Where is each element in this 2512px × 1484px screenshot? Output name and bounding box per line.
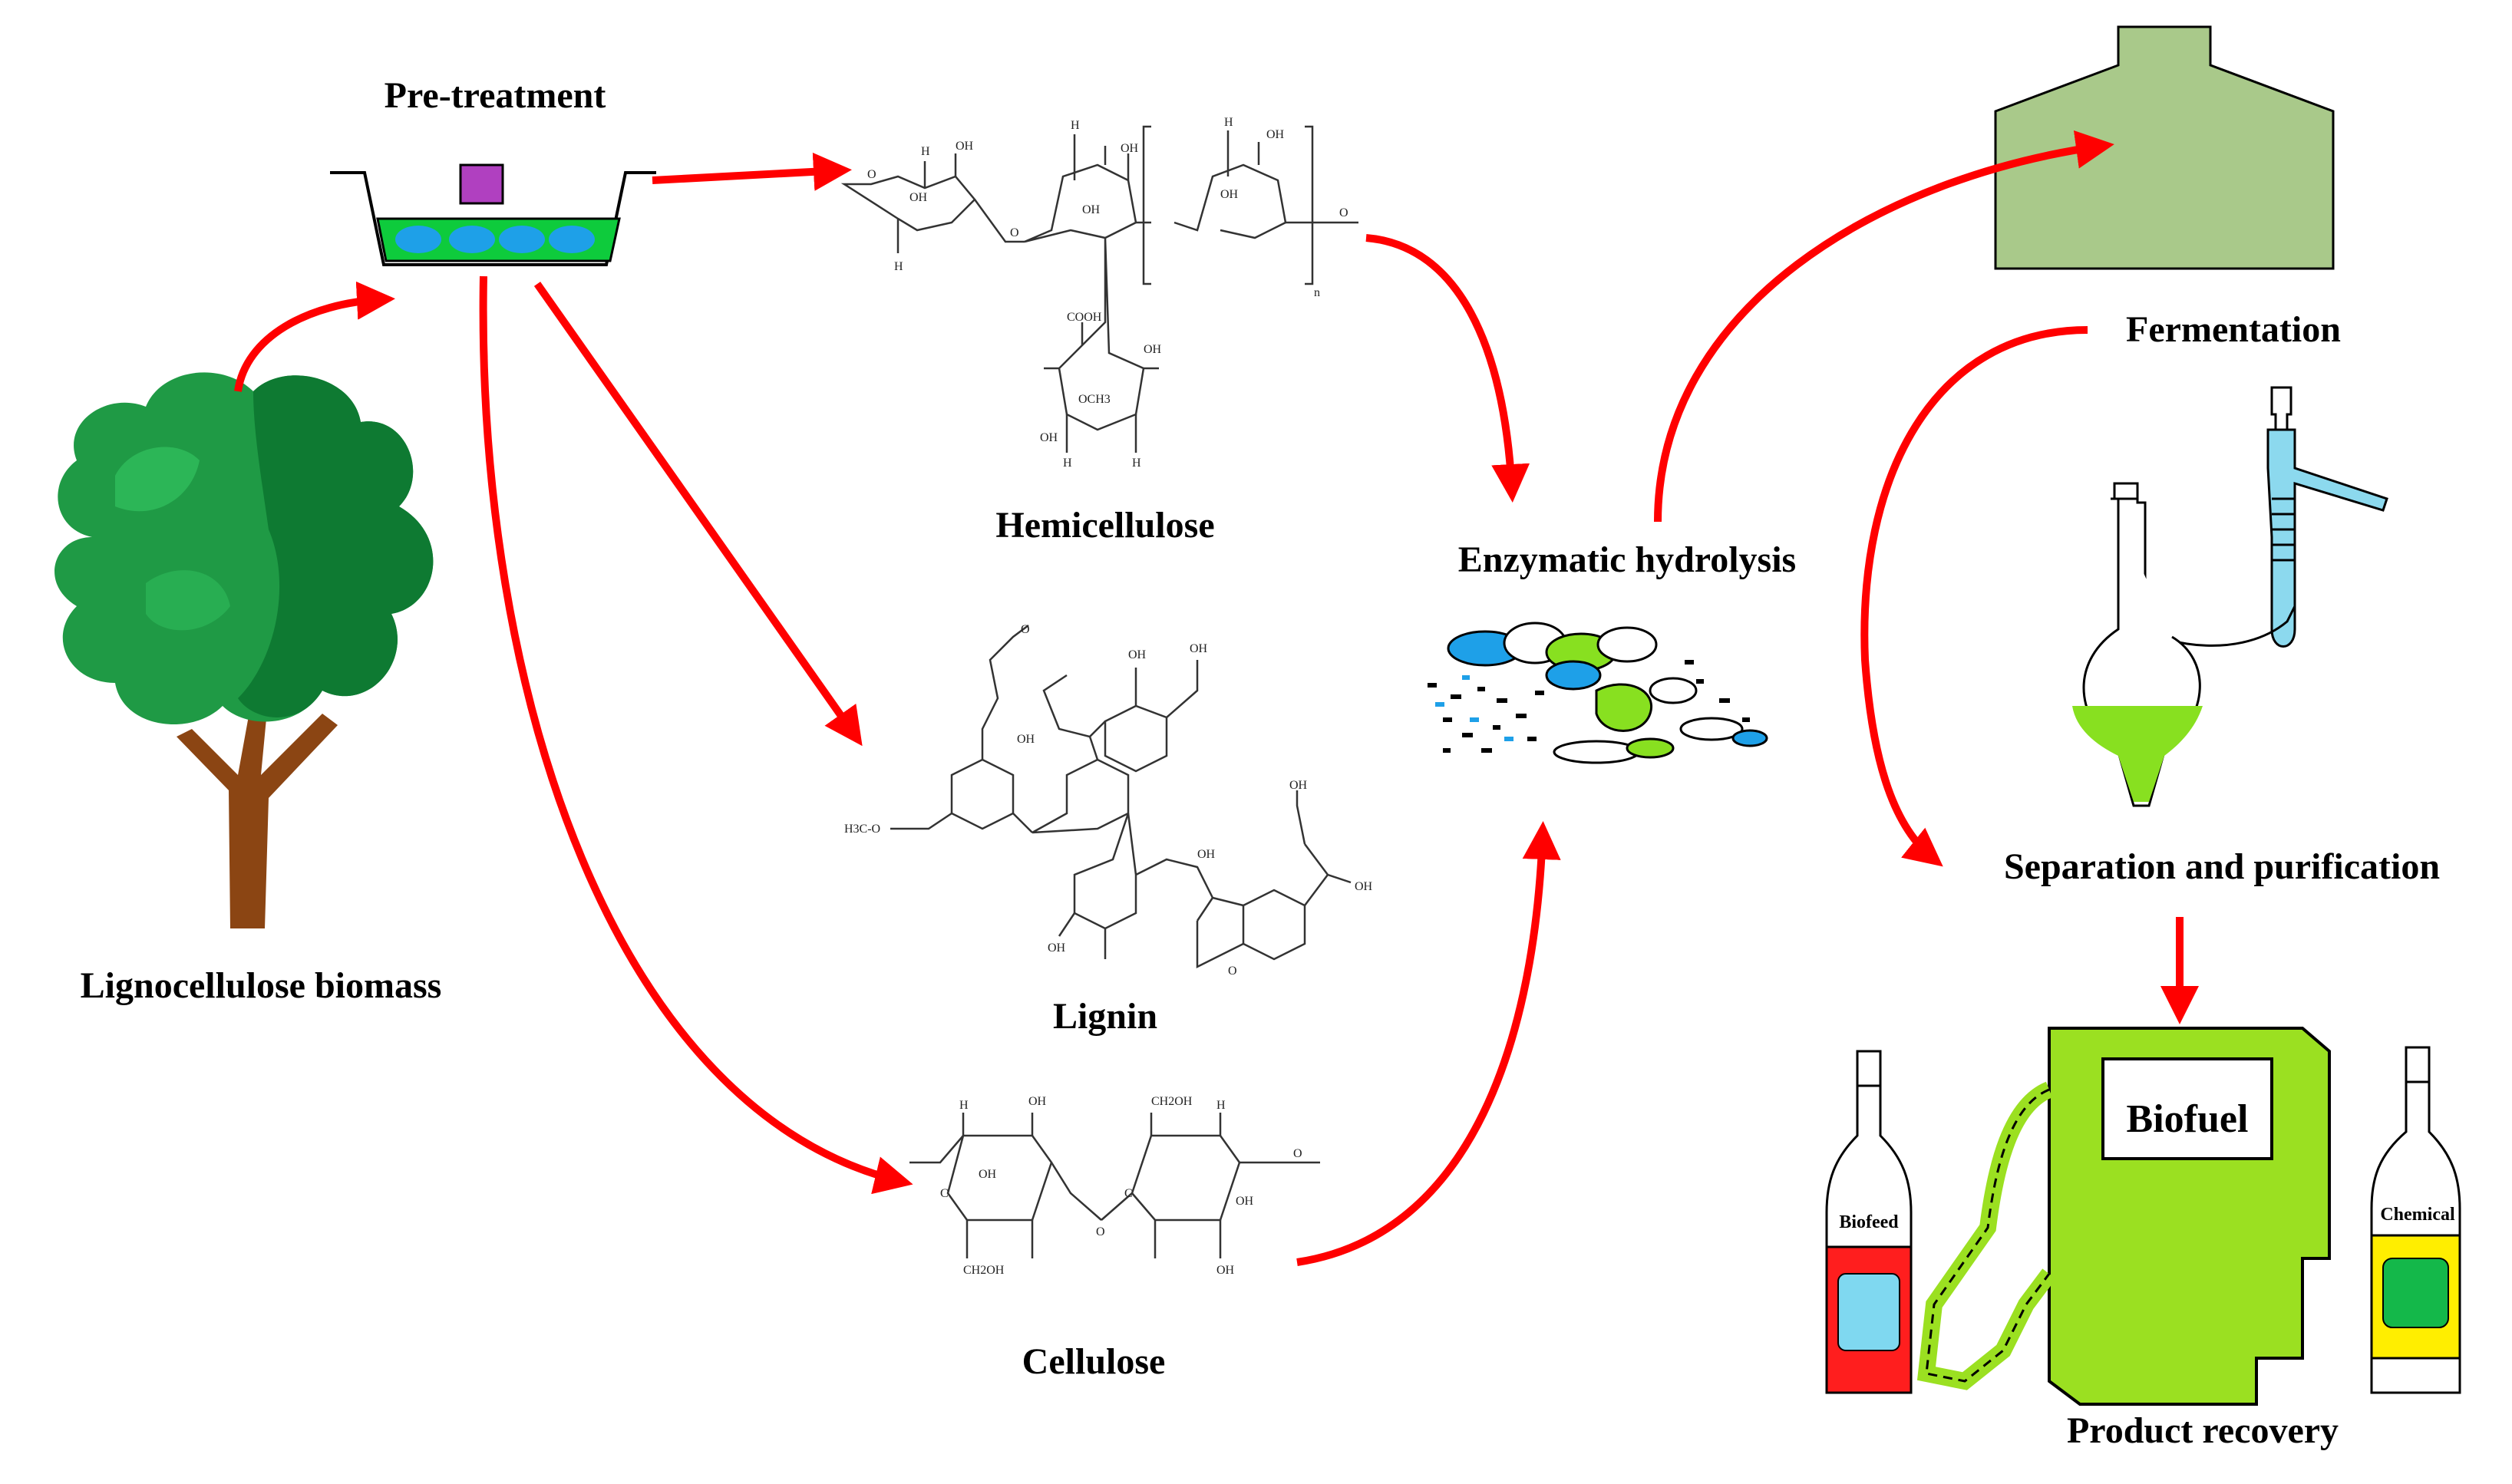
fuel-pump-icon: Biofuel [1916, 1027, 2331, 1406]
pretreatment-box [459, 163, 504, 205]
lignin-label: Lignin [1053, 996, 1157, 1037]
svg-text:H: H [1071, 119, 1080, 132]
cellulose-structure-icon: OH CH2OH CH2OH OH OH OH O O H H C C [909, 1095, 1320, 1277]
svg-text:OH: OH [1355, 880, 1373, 893]
svg-text:OH: OH [1216, 1264, 1235, 1277]
svg-text:OH: OH [1028, 1095, 1047, 1108]
svg-text:H3C-O: H3C-O [844, 823, 880, 836]
flow-arrows [234, 130, 2199, 1266]
arrow-hydrolysis-to-fermentation [1654, 130, 2114, 523]
svg-text:n: n [1314, 286, 1320, 299]
separation-label: Separation and purification [2004, 846, 2440, 887]
svg-text:H: H [1132, 457, 1141, 470]
svg-text:OCH3: OCH3 [1078, 393, 1111, 406]
svg-text:H: H [1224, 116, 1233, 129]
enzyme-particles-icon [1428, 622, 1768, 764]
svg-text:H: H [894, 260, 903, 273]
svg-text:OH: OH [1236, 1195, 1254, 1208]
pump-display [2101, 1057, 2273, 1160]
biofeed-bottle-icon: Biofeed [1825, 1050, 1913, 1394]
svg-text:C: C [1124, 1187, 1133, 1200]
svg-text:OH: OH [1017, 733, 1035, 746]
svg-text:H: H [959, 1099, 969, 1112]
svg-text:OH: OH [979, 1168, 997, 1181]
svg-text:OH: OH [1220, 188, 1239, 201]
biomass-label: Lignocellulose biomass [81, 965, 442, 1006]
cellulose-label: Cellulose [1022, 1341, 1166, 1382]
svg-text:O: O [1339, 206, 1348, 219]
svg-text:CH2OH: CH2OH [1151, 1095, 1193, 1108]
svg-text:H: H [1216, 1099, 1226, 1112]
arrow-pretreatment-to-lignin [533, 282, 863, 747]
svg-text:OH: OH [1190, 642, 1208, 655]
svg-text:OH: OH [1289, 779, 1308, 792]
svg-text:OH: OH [1121, 142, 1139, 155]
svg-text:OH: OH [1128, 648, 1147, 661]
arrow-fermentation-to-separation [1860, 326, 2088, 867]
svg-text:O: O [867, 168, 876, 181]
svg-text:O: O [1228, 965, 1237, 978]
svg-text:O: O [1010, 226, 1019, 239]
svg-text:H: H [1063, 457, 1072, 470]
arrow-hemicellulose-to-hydrolysis [1365, 234, 1530, 503]
pretreatment-tray-icon [330, 163, 656, 266]
arrow-biomass-to-pretreatment [234, 281, 395, 392]
chemical-bottle-icon: Chemical [2370, 1046, 2461, 1394]
arrow-pretreatment-to-cellulose [479, 275, 913, 1195]
svg-text:OH: OH [909, 191, 928, 204]
svg-text:OH: OH [956, 140, 974, 153]
svg-text:O: O [1293, 1147, 1302, 1160]
arrow-cellulose-to-hydrolysis [1296, 821, 1561, 1266]
svg-text:OH: OH [1082, 203, 1101, 216]
svg-text:O: O [1021, 623, 1030, 636]
svg-text:OH: OH [1048, 942, 1066, 955]
svg-text:H: H [921, 145, 930, 158]
distillation-apparatus-icon [2072, 386, 2388, 807]
chemical-label: Chemical [2380, 1205, 2455, 1225]
svg-text:OH: OH [1266, 128, 1285, 141]
hemicellulose-structure-icon: COOH OCH3 OH OH OH OH OH OH OH OH O O O … [840, 116, 1358, 470]
enzymatic-hydrolysis-label: Enzymatic hydrolysis [1458, 539, 1796, 580]
lignin-structure-icon: H3C-O O OH OH OH OH OH OH OH O [844, 623, 1373, 978]
arrow-pretreatment-to-hemicellulose [652, 152, 852, 191]
fermenter-icon [1994, 25, 2335, 270]
svg-text:O: O [1096, 1225, 1105, 1238]
product-recovery-label: Product recovery [2067, 1410, 2339, 1451]
svg-text:CH2OH: CH2OH [963, 1264, 1005, 1277]
tree-icon [54, 372, 434, 928]
pretreatment-label: Pre-treatment [385, 75, 606, 116]
fermentation-label: Fermentation [2126, 309, 2341, 350]
svg-text:COOH: COOH [1067, 311, 1102, 324]
svg-text:C: C [940, 1187, 949, 1200]
biofuel-label: Biofuel [2127, 1097, 2249, 1141]
biofeed-label: Biofeed [1839, 1212, 1899, 1232]
svg-text:OH: OH [1040, 431, 1058, 444]
svg-text:OH: OH [1144, 343, 1162, 356]
svg-text:OH: OH [1197, 848, 1216, 861]
hemicellulose-label: Hemicellulose [995, 505, 1214, 546]
